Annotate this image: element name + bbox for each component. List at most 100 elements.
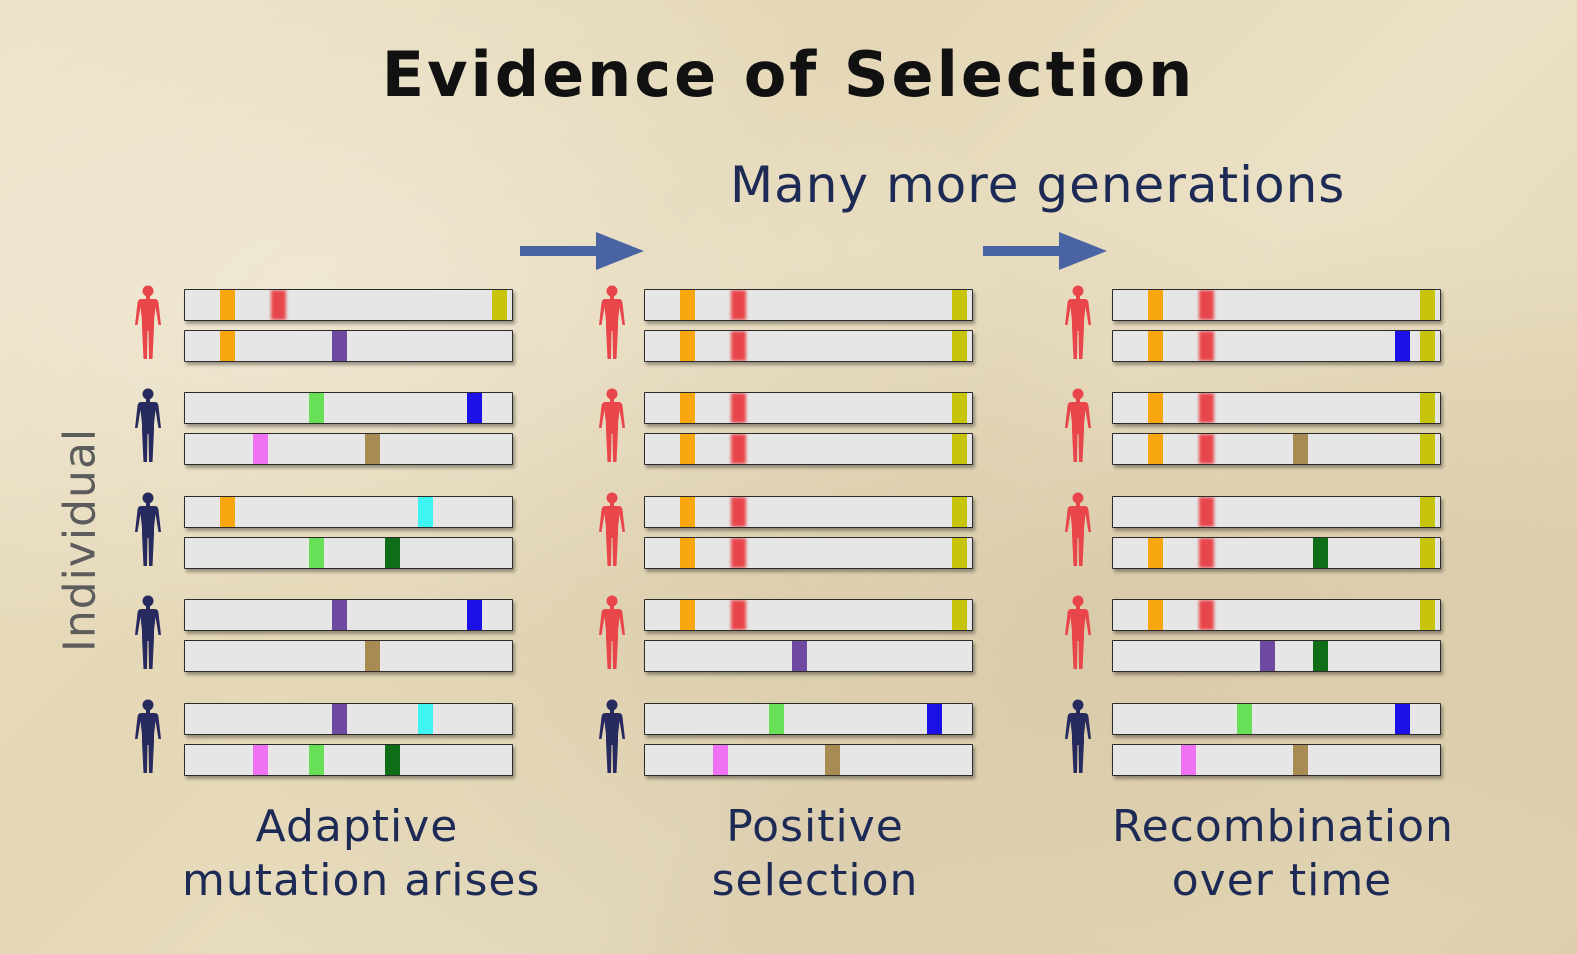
marker-darkgreen xyxy=(384,538,400,568)
marker-olive xyxy=(951,393,967,423)
marker-olive xyxy=(1419,497,1435,527)
caption-positive-selection: Positive selection xyxy=(660,800,970,908)
chromosome xyxy=(644,433,973,465)
marker-orange xyxy=(680,600,696,630)
arrow-right-icon xyxy=(520,232,644,270)
marker-purple xyxy=(332,704,348,734)
chromosome xyxy=(1112,640,1441,672)
marker-olive xyxy=(951,600,967,630)
person-red-icon xyxy=(597,595,627,671)
person-red-icon xyxy=(1063,388,1093,464)
marker-olive xyxy=(951,290,967,320)
marker-orange xyxy=(1148,393,1164,423)
chromosome xyxy=(1112,744,1441,776)
person-blue-icon xyxy=(133,595,163,671)
marker-olive xyxy=(1419,434,1435,464)
person-blue-icon xyxy=(1063,699,1093,775)
chromosome xyxy=(1112,703,1441,735)
marker-darkgreen xyxy=(1312,641,1328,671)
marker-darkgreen xyxy=(384,745,400,775)
chromosome xyxy=(184,537,513,569)
marker-tan xyxy=(1293,745,1309,775)
person-blue-icon xyxy=(133,699,163,775)
chromosome xyxy=(644,599,973,631)
caption-adaptive-mutation: Adaptive mutation arises xyxy=(182,800,539,908)
chromosome xyxy=(184,433,513,465)
chromosome xyxy=(644,537,973,569)
marker-red xyxy=(731,290,747,320)
arrow-right-icon xyxy=(983,232,1107,270)
chromosome xyxy=(644,289,973,321)
chromosome xyxy=(184,392,513,424)
marker-green xyxy=(1237,704,1253,734)
generations-label: Many more generations xyxy=(730,156,1346,214)
marker-olive xyxy=(1419,290,1435,320)
marker-red xyxy=(271,290,287,320)
chromosome xyxy=(184,744,513,776)
marker-red xyxy=(1199,497,1215,527)
marker-olive xyxy=(1419,600,1435,630)
marker-green xyxy=(309,393,325,423)
marker-orange xyxy=(1148,538,1164,568)
caption-line: Recombination xyxy=(1112,801,1454,852)
caption-line: selection xyxy=(711,855,919,906)
marker-green xyxy=(309,745,325,775)
marker-olive xyxy=(951,538,967,568)
marker-orange xyxy=(220,497,236,527)
person-blue-icon xyxy=(597,699,627,775)
marker-blue xyxy=(927,704,943,734)
chromosome xyxy=(644,703,973,735)
marker-red xyxy=(731,497,747,527)
marker-blue xyxy=(1395,704,1411,734)
marker-tan xyxy=(365,641,381,671)
person-red-icon xyxy=(1063,595,1093,671)
marker-red xyxy=(1199,600,1215,630)
marker-orange xyxy=(220,290,236,320)
person-red-icon xyxy=(597,388,627,464)
caption-line: Adaptive xyxy=(255,801,459,852)
marker-purple xyxy=(1260,641,1276,671)
marker-blue xyxy=(1395,331,1411,361)
marker-olive xyxy=(1419,538,1435,568)
caption-line: over time xyxy=(1171,855,1393,906)
chromosome xyxy=(1112,289,1441,321)
marker-red xyxy=(1199,290,1215,320)
chromosome xyxy=(1112,392,1441,424)
marker-red xyxy=(731,600,747,630)
person-blue-icon xyxy=(133,492,163,568)
marker-tan xyxy=(825,745,841,775)
marker-red xyxy=(731,331,747,361)
marker-tan xyxy=(365,434,381,464)
marker-red xyxy=(1199,331,1215,361)
marker-red xyxy=(731,434,747,464)
marker-pink xyxy=(1181,745,1197,775)
marker-pink xyxy=(253,434,269,464)
chromosome xyxy=(644,640,973,672)
marker-green xyxy=(769,704,785,734)
marker-olive xyxy=(951,497,967,527)
chromosome xyxy=(644,330,973,362)
chromosome xyxy=(1112,330,1441,362)
chromosome xyxy=(644,392,973,424)
marker-blue xyxy=(467,600,483,630)
marker-orange xyxy=(680,290,696,320)
marker-olive xyxy=(491,290,507,320)
marker-tan xyxy=(1293,434,1309,464)
chromosome xyxy=(184,703,513,735)
marker-orange xyxy=(1148,600,1164,630)
slide-title: Evidence of Selection xyxy=(381,38,1196,111)
marker-red xyxy=(731,393,747,423)
marker-cyan xyxy=(417,497,433,527)
person-red-icon xyxy=(1063,285,1093,361)
chromosome xyxy=(1112,537,1441,569)
chromosome xyxy=(1112,599,1441,631)
marker-orange xyxy=(680,393,696,423)
marker-olive xyxy=(1419,393,1435,423)
marker-orange xyxy=(680,434,696,464)
person-blue-icon xyxy=(133,388,163,464)
marker-red xyxy=(731,538,747,568)
chromosome xyxy=(1112,433,1441,465)
marker-orange xyxy=(680,331,696,361)
marker-cyan xyxy=(417,704,433,734)
marker-red xyxy=(1199,434,1215,464)
